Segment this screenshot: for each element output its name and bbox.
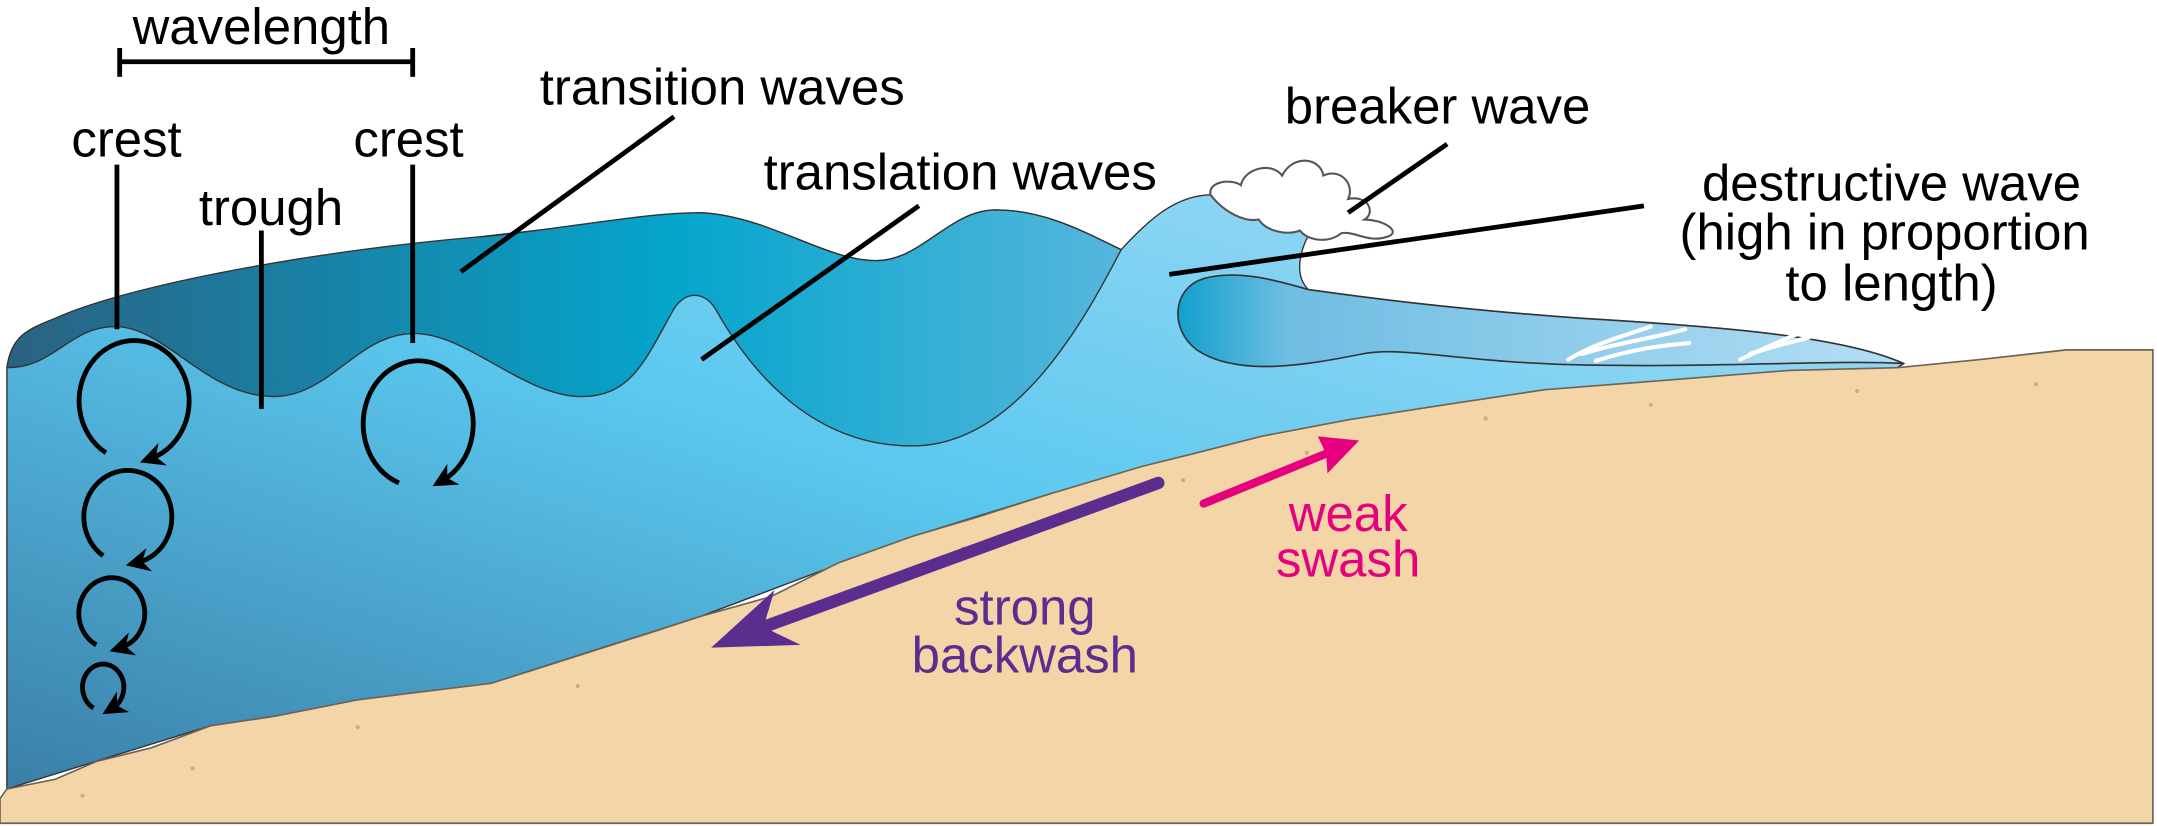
weak-swash-label: weak: [1288, 485, 1408, 542]
breaker-foam: [1209, 159, 1394, 241]
crest-label-right: crest: [353, 110, 463, 167]
breaker-wave-leader: [1346, 142, 1449, 215]
orbit-arrow-icon: [360, 358, 476, 487]
crest-label-left: crest: [71, 110, 181, 167]
destructive-wave-label-line2: (high in proportion: [1680, 204, 2090, 261]
trough-label: trough: [199, 179, 343, 236]
strong-backwash-label-line2: backwash: [912, 626, 1138, 683]
beach-sand: [0, 349, 2154, 825]
transition-waves-leader: [459, 114, 676, 274]
transition-waves-label: transition waves: [540, 58, 905, 115]
wavelength-bracket: [117, 48, 416, 77]
orbit-arrow-icon: [80, 661, 130, 715]
orbital-motion-icons: [76, 338, 476, 715]
strong-backwash-arrow-icon: [711, 476, 1165, 648]
translation-waves-label: translation waves: [764, 143, 1157, 200]
weak-swash-arrow-icon: [1199, 436, 1360, 508]
wavelength-label: wavelength: [132, 0, 390, 55]
destructive-wave-leader: [1168, 203, 1645, 277]
transition-wave-body: [6, 209, 1123, 447]
breaker-wave-label: breaker wave: [1285, 78, 1591, 135]
breaker-wave-tube: [1177, 274, 1905, 368]
orbit-arrow-icon: [76, 338, 192, 466]
weak-swash-label-line2: swash: [1276, 530, 1420, 587]
orbit-arrow-icon: [81, 468, 175, 572]
translation-waves-leader: [700, 203, 921, 362]
destructive-wave-label: destructive wave: [1702, 154, 2081, 211]
orbit-arrow-icon: [76, 575, 148, 656]
strong-backwash-label: strong: [954, 578, 1095, 635]
destructive-wave-label-line3: to length): [1785, 255, 1997, 312]
foam-streaks: [1566, 324, 1812, 363]
